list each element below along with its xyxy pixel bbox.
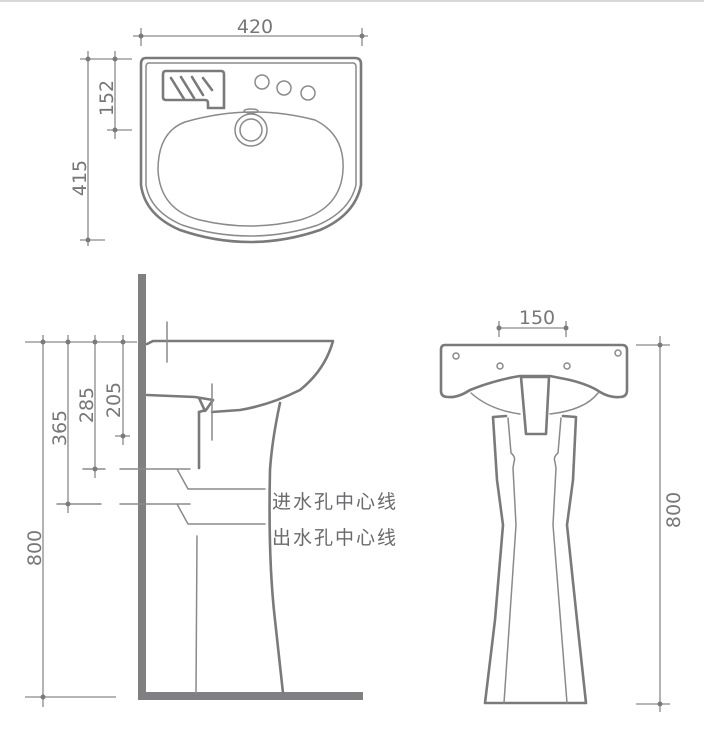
tap-hole <box>254 74 270 90</box>
top-view: 420 415 152 <box>69 16 368 246</box>
outlet-centerline <box>56 503 266 525</box>
dimension-285: 285 <box>76 335 98 478</box>
tap-hole <box>496 362 504 370</box>
pedestal-back-edge <box>195 535 198 694</box>
wall <box>138 274 146 700</box>
dimension-label: 415 <box>69 160 91 196</box>
pedestal-front-edge <box>268 401 285 695</box>
dimension-label: 205 <box>103 382 125 418</box>
dimension-365: 365 <box>49 335 71 513</box>
bowl-underside <box>470 392 599 415</box>
basin-side-profile <box>145 339 335 414</box>
basin-rim <box>145 62 357 237</box>
drain-cover <box>519 375 551 436</box>
drain-outer <box>234 113 268 147</box>
soap-tray-slots <box>169 75 214 101</box>
inlet-centerline-label: 进水孔中心线 <box>272 491 398 513</box>
dimension-depth-415: 415 <box>69 51 132 246</box>
dimension-label: 800 <box>24 530 46 566</box>
tap-hole <box>300 85 316 101</box>
outlet-centerline-label: 出水孔中心线 <box>272 527 398 549</box>
dimension-label: 150 <box>519 307 555 329</box>
pedestal-inner-left <box>503 417 517 704</box>
tap-hole <box>563 362 571 370</box>
inlet-centerline <box>82 468 266 490</box>
soap-tray <box>161 69 226 110</box>
tap-hole <box>276 80 292 96</box>
pedestal-inner-right <box>552 417 568 704</box>
mounting-hole <box>452 352 460 360</box>
mounting-hole <box>614 349 622 357</box>
dimension-150: 150 <box>496 307 569 337</box>
drain-inner <box>239 118 263 142</box>
bowl-outline <box>157 111 344 227</box>
front-view: 150 800 <box>439 307 685 712</box>
overflow-slot <box>243 108 259 114</box>
floor <box>138 692 363 700</box>
dimension-label: 152 <box>96 80 118 116</box>
dimension-tap-152: 152 <box>96 51 132 139</box>
basin-outline <box>139 56 363 244</box>
dimension-width-420: 420 <box>133 16 368 46</box>
dimension-label: 285 <box>76 387 98 423</box>
basin-front <box>439 343 629 399</box>
dimension-205: 205 <box>103 335 130 445</box>
pedestal-outer <box>483 414 588 705</box>
dimension-label: 420 <box>237 16 273 38</box>
side-view: 进水孔中心线 出水孔中心线 800 365 285 205 <box>24 274 398 707</box>
dimension-height-800: 800 <box>24 335 46 707</box>
dimension-label: 800 <box>663 492 685 528</box>
dimension-label: 365 <box>49 410 71 446</box>
dimension-height-800-front: 800 <box>636 336 685 712</box>
